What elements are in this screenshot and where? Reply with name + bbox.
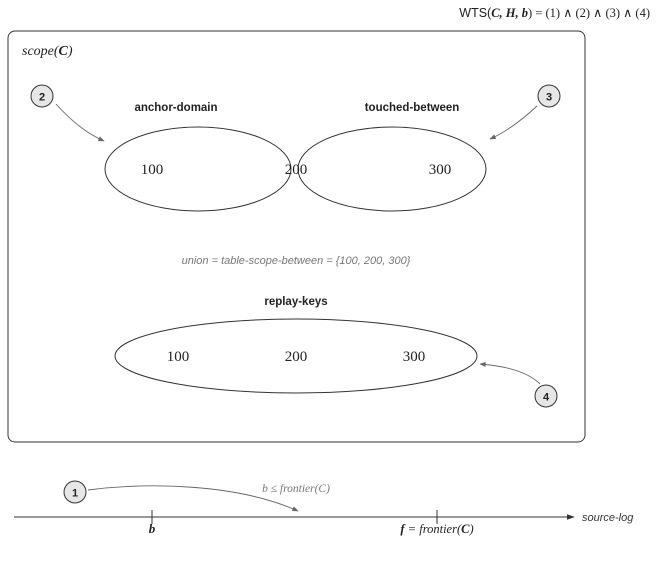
svg-text:4: 4 [543, 392, 550, 404]
replay-keys-set [114, 318, 478, 394]
frontier-condition: b ≤ frontier(C) [262, 483, 330, 495]
badge-1: 1 [63, 480, 87, 504]
svg-text:2: 2 [39, 92, 45, 104]
intersection-value: 200 [285, 162, 308, 178]
badge-2: 2 [30, 84, 54, 108]
intersection-region [298, 127, 486, 211]
replay-keys-value-2: 200 [285, 349, 308, 365]
badge-3: 3 [537, 84, 561, 108]
tick-f-label: f = frontier(C) [400, 522, 473, 536]
wts-predicate: WTS(C, H, b) = (1) ∧ (2) ∧ (3) ∧ (4) [459, 6, 650, 20]
touched-between-title: touched-between [365, 102, 460, 114]
arrow-2 [55, 103, 105, 142]
touched-between-set [297, 126, 487, 212]
scope-box [7, 30, 586, 443]
source-log-label: source-log [582, 512, 634, 524]
anchor-domain-title: anchor-domain [134, 102, 217, 114]
arrow-1 [87, 485, 299, 512]
anchor-domain-set [104, 126, 292, 212]
arrow-4 [479, 361, 541, 385]
replay-keys-value-3: 300 [403, 349, 426, 365]
replay-keys-title: replay-keys [264, 296, 327, 308]
svg-text:1: 1 [72, 488, 78, 500]
replay-keys-value-1: 100 [167, 349, 190, 365]
svg-text:3: 3 [546, 92, 552, 104]
arrow-3 [489, 105, 538, 140]
anchor-domain-value: 100 [141, 162, 164, 178]
touched-between-value: 300 [429, 162, 452, 178]
badge-4: 4 [534, 384, 558, 408]
tick-b-label: b [149, 521, 156, 536]
scope-label: scope(C) [22, 44, 73, 59]
union-caption: union = table-scope-between = {100, 200,… [182, 255, 411, 267]
